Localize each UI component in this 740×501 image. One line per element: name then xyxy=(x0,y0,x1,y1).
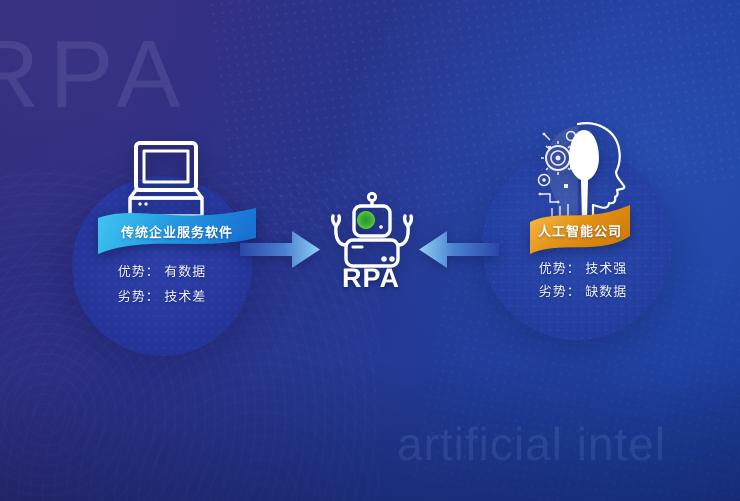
right-stat-disadvantage: 劣势： 缺数据 xyxy=(538,284,628,299)
arrow-left-icon xyxy=(419,231,499,268)
left-stat-disadvantage: 劣势： 技术差 xyxy=(117,289,207,304)
rpa-center-label: RPA xyxy=(341,263,400,293)
robot-icon xyxy=(330,191,414,268)
arrow-right-icon xyxy=(240,231,320,268)
right-stat-advantage: 优势： 技术强 xyxy=(538,261,628,276)
right-banner-label: 人工智能公司 xyxy=(537,223,622,239)
left-stat-advantage: 优势： 有数据 xyxy=(117,264,207,279)
left-circle xyxy=(72,176,252,356)
watermark-rpa: RPA xyxy=(0,21,191,128)
left-banner-label: 传统企业服务软件 xyxy=(120,224,233,240)
watermark-artificial-intelligence: artificial intel xyxy=(397,418,667,470)
right-banner: 人工智能公司 xyxy=(530,198,630,256)
left-banner: 传统企业服务软件 xyxy=(98,202,256,258)
desktop-computer-icon xyxy=(128,141,204,216)
